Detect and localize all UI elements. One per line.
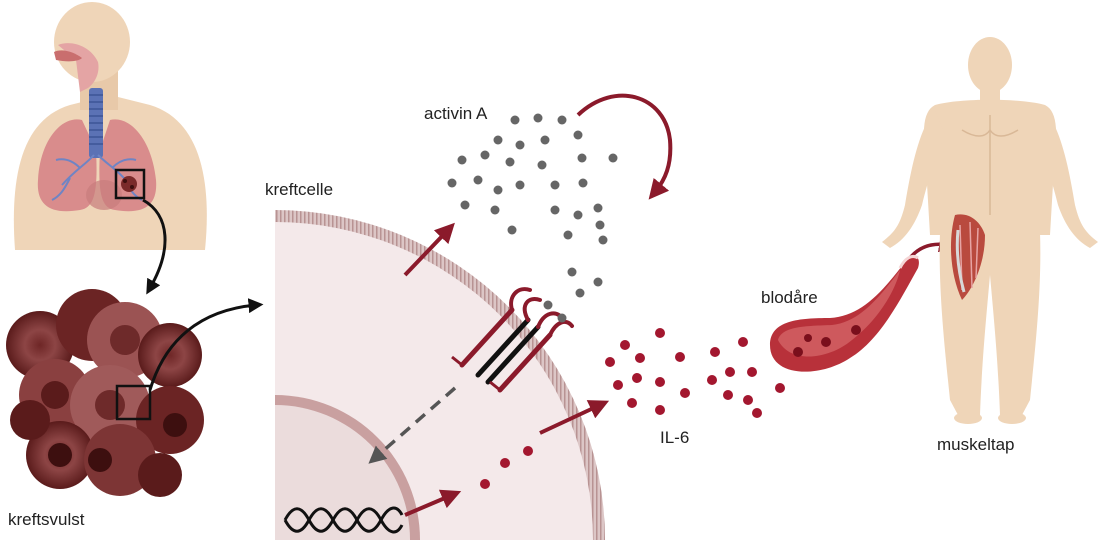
il6-label: IL-6 <box>660 428 690 447</box>
cancer-cell-illustration <box>275 210 605 540</box>
arrow-il6-release <box>539 400 610 435</box>
arrow-activin-feedback <box>576 93 673 200</box>
arrow-tumor-to-cell <box>148 298 264 391</box>
activin-particles <box>447 113 618 323</box>
tumor-cluster-illustration <box>6 289 204 497</box>
arrow-lung-to-tumor <box>142 198 167 295</box>
torso-lungs-illustration <box>13 2 207 250</box>
muscle-loss-label: muskeltap <box>937 435 1015 454</box>
blood-vessel-illustration <box>770 254 919 372</box>
receptor-complex <box>451 287 574 393</box>
cancer-cell-label: kreftcelle <box>265 180 334 199</box>
blood-vessel-label: blodåre <box>761 288 818 307</box>
tumor-label: kreftsvulst <box>8 510 85 529</box>
arrow-activin-release <box>403 222 455 277</box>
activin-label: activin A <box>424 104 488 123</box>
human-figure-illustration <box>882 37 1098 424</box>
arrow-dna-to-il6 <box>404 489 462 517</box>
signal-arrow-to-nucleus <box>368 386 457 464</box>
il6-particles <box>480 328 785 489</box>
